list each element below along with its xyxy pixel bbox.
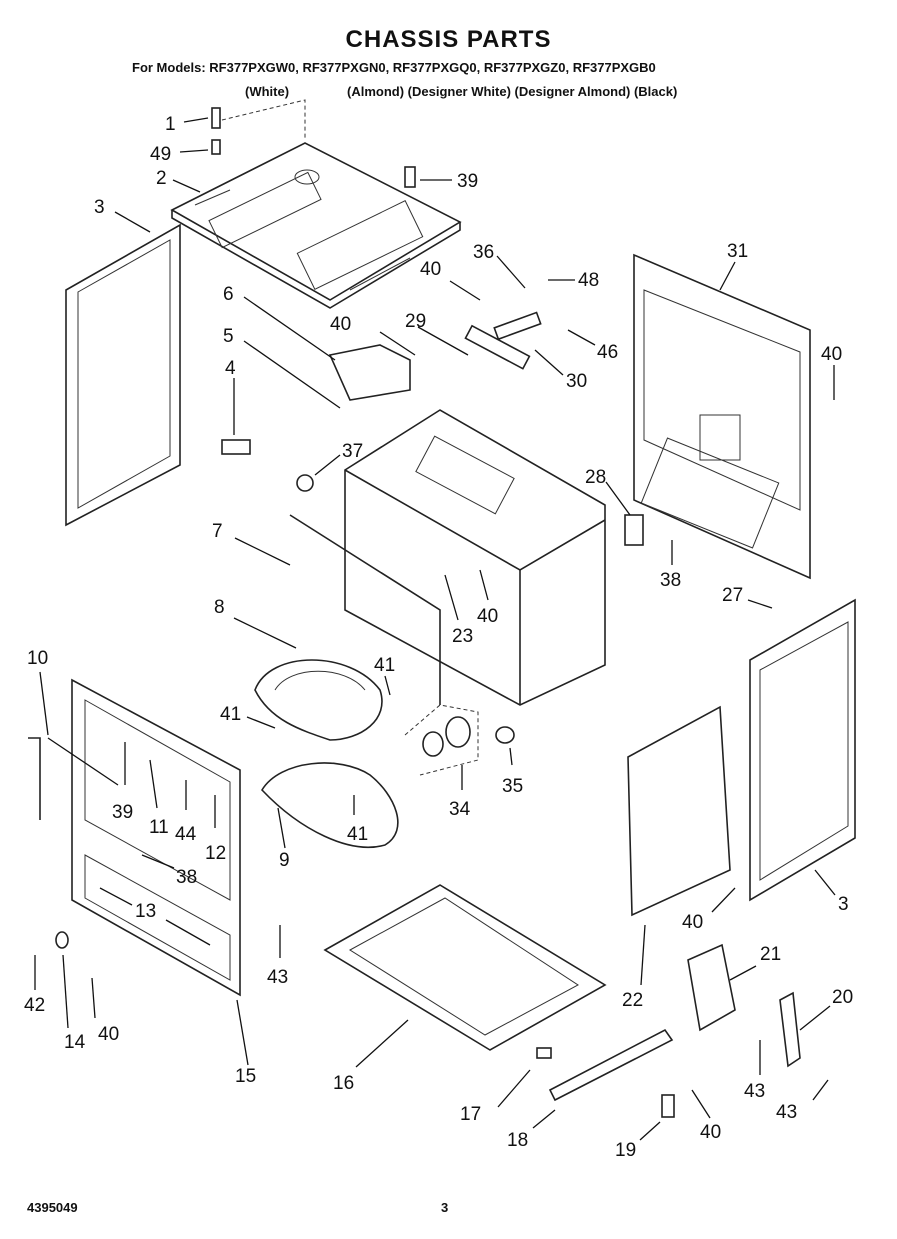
callout-3: 3 bbox=[94, 197, 105, 218]
leveling-leg-19 bbox=[661, 1094, 675, 1118]
leveling-bracket bbox=[687, 943, 736, 1032]
front-frame bbox=[71, 678, 241, 997]
clip-17 bbox=[536, 1047, 552, 1059]
anti-tip-bracket bbox=[779, 991, 801, 1068]
callout-40: 40 bbox=[330, 314, 351, 335]
knob-37 bbox=[296, 474, 314, 492]
callout-43: 43 bbox=[744, 1081, 765, 1102]
callout-19: 19 bbox=[615, 1140, 636, 1161]
callout-21: 21 bbox=[760, 944, 781, 965]
callout-5: 5 bbox=[223, 326, 234, 347]
callout-49: 49 bbox=[150, 144, 171, 165]
back-panel bbox=[633, 253, 811, 580]
callout-40: 40 bbox=[420, 259, 441, 280]
callout-23: 23 bbox=[452, 626, 473, 647]
callout-29: 29 bbox=[405, 311, 426, 332]
callout-12: 12 bbox=[205, 843, 226, 864]
callout-40: 40 bbox=[477, 606, 498, 627]
terminal-block-30 bbox=[493, 311, 542, 341]
callout-44: 44 bbox=[175, 824, 197, 845]
callout-43: 43 bbox=[776, 1102, 797, 1123]
callout-1: 1 bbox=[165, 114, 176, 135]
callout-11: 11 bbox=[149, 817, 169, 838]
callout-16: 16 bbox=[333, 1073, 354, 1094]
thermostat-6 bbox=[328, 344, 411, 401]
color-others-label: (Almond) (Designer White) (Designer Almo… bbox=[347, 84, 678, 99]
drawer-slide bbox=[548, 1028, 674, 1102]
latch-4 bbox=[221, 439, 251, 455]
rear-access-panel bbox=[627, 705, 731, 917]
light-bulb bbox=[495, 726, 515, 744]
callout-41: 41 bbox=[347, 824, 368, 845]
oven-gasket bbox=[289, 514, 441, 705]
leveling-leg-14 bbox=[55, 931, 69, 949]
terminal-block-28 bbox=[624, 514, 644, 546]
callout-20: 20 bbox=[832, 987, 853, 1008]
callout-40: 40 bbox=[682, 912, 703, 933]
page-number: 3 bbox=[441, 1200, 449, 1215]
callout-17: 17 bbox=[460, 1104, 481, 1125]
callout-40: 40 bbox=[98, 1024, 119, 1045]
callout-22: 22 bbox=[622, 990, 643, 1011]
callout-15: 15 bbox=[235, 1066, 256, 1087]
callout-37: 37 bbox=[342, 441, 363, 462]
callout-40: 40 bbox=[821, 344, 842, 365]
callout-41: 41 bbox=[220, 704, 241, 725]
cooktop-panel bbox=[170, 142, 462, 309]
callout-35: 35 bbox=[502, 776, 523, 797]
callout-8: 8 bbox=[214, 597, 225, 618]
callout-31: 31 bbox=[727, 241, 748, 262]
document-number: 4395049 bbox=[27, 1200, 78, 1215]
leader-lines bbox=[34, 117, 836, 1141]
callout-40: 40 bbox=[700, 1122, 721, 1143]
broil-element bbox=[254, 659, 383, 741]
top-screws bbox=[211, 99, 306, 155]
callout-48: 48 bbox=[578, 270, 599, 291]
left-side-panel bbox=[65, 223, 181, 527]
page-title: CHASSIS PARTS bbox=[345, 26, 552, 53]
callout-4: 4 bbox=[225, 358, 236, 379]
oven-cavity bbox=[344, 409, 606, 706]
callout-labels: 1 49 2 39 3 6 40 36 48 31 5 40 29 46 40 … bbox=[24, 114, 853, 1161]
broiler-pan bbox=[323, 884, 607, 1051]
color-white-label: (White) bbox=[245, 84, 290, 99]
callout-38: 38 bbox=[660, 570, 681, 591]
screw-39-top bbox=[404, 166, 416, 188]
bracket-29 bbox=[464, 324, 531, 370]
callout-38: 38 bbox=[176, 867, 197, 888]
gasket-10 bbox=[28, 737, 41, 820]
callout-39: 39 bbox=[112, 802, 133, 823]
light-socket-assembly bbox=[404, 704, 479, 776]
callout-3: 3 bbox=[838, 894, 849, 915]
callout-43: 43 bbox=[267, 967, 288, 988]
callout-27: 27 bbox=[722, 585, 743, 606]
callout-39: 39 bbox=[457, 171, 478, 192]
callout-9: 9 bbox=[279, 850, 290, 871]
callout-28: 28 bbox=[585, 467, 606, 488]
callout-7: 7 bbox=[212, 521, 223, 542]
models-line: For Models: RF377PXGW0, RF377PXGN0, RF37… bbox=[132, 60, 656, 75]
callout-2: 2 bbox=[156, 168, 167, 189]
callout-10: 10 bbox=[27, 648, 48, 669]
callout-46: 46 bbox=[597, 342, 618, 363]
callout-42: 42 bbox=[24, 995, 45, 1016]
callout-13: 13 bbox=[135, 901, 156, 922]
callout-34: 34 bbox=[449, 799, 471, 820]
callout-30: 30 bbox=[566, 371, 587, 392]
callout-6: 6 bbox=[223, 284, 234, 305]
callout-41: 41 bbox=[374, 655, 395, 676]
right-side-panel bbox=[749, 598, 856, 902]
callout-18: 18 bbox=[507, 1130, 528, 1151]
callout-14: 14 bbox=[64, 1032, 86, 1053]
callout-36: 36 bbox=[473, 242, 494, 263]
bake-element bbox=[261, 762, 399, 849]
